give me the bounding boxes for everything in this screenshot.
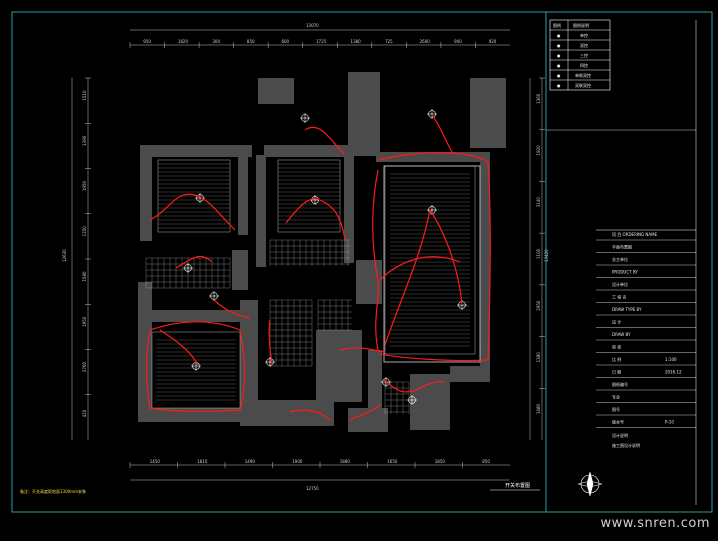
floor-plan-walls	[138, 72, 506, 432]
legend-symbol: ●	[557, 73, 561, 78]
dimension-label: 950	[143, 39, 151, 44]
dimension-label: 1920	[536, 145, 541, 156]
dimension-label: 1100	[536, 248, 541, 259]
dimension-label: 2760	[82, 361, 87, 372]
compass-icon	[577, 471, 603, 497]
dimension-label: 920	[489, 39, 497, 44]
title-block-row: 图纸编号	[612, 381, 628, 387]
dimension-label: 1950	[82, 316, 87, 327]
legend-label: 单联双控	[575, 72, 591, 78]
title-block-row: 设 计	[612, 319, 621, 325]
title-block-value: 1:100	[665, 357, 677, 362]
legend-label: 双控	[580, 42, 588, 48]
dimension-label: 725	[385, 39, 393, 44]
dimension-label: 1360	[536, 93, 541, 104]
dimension-label: 1900	[292, 459, 303, 464]
title-block-value: 2016.12	[665, 370, 682, 375]
tile-grid	[145, 239, 410, 414]
title-block-footer: 施工图设计说明	[612, 442, 640, 448]
dimension-label: 900	[454, 39, 462, 44]
title-block-row: 专业	[612, 394, 620, 400]
dimension-label: 1380	[536, 352, 541, 363]
title-block-row: 平面布置图	[612, 244, 632, 250]
dimension-label: 1580	[82, 271, 87, 282]
dimension-label: 3140	[536, 197, 541, 208]
title-block-row: 日 期	[612, 369, 621, 375]
title-block-row: PRODUCT BY	[612, 270, 638, 275]
title-block-row: DRAW BY	[612, 332, 631, 337]
legend-symbol: ●	[557, 33, 561, 38]
dimension-label: 1850	[435, 459, 446, 464]
title-block-row: 审 核	[612, 344, 621, 350]
legend-table: 图例 图例说明 ● 单控 ● 双控 ● 三控 ● 四控 ● 单联双控 ● 双联双…	[549, 19, 611, 91]
dimension-label: 1950	[82, 180, 87, 191]
dimension-label: 600	[281, 39, 289, 44]
dimension-label: 1380	[351, 39, 362, 44]
dimension-label: 2950	[536, 300, 541, 311]
title-block-footer: 设计说明	[612, 432, 628, 438]
title-block-value: P-10	[665, 420, 674, 425]
drawing-title: 开关布置图	[505, 482, 530, 489]
dimension-label: 1510	[82, 90, 87, 101]
drawing-frame	[11, 11, 713, 513]
dimension-label: 850	[247, 39, 255, 44]
legend-symbol: ●	[557, 83, 561, 88]
dimension-label: 13420	[544, 249, 549, 262]
legend-header-desc: 图例说明	[573, 22, 589, 28]
dimension-label: 420	[82, 409, 87, 417]
legend-header-symbol: 图例	[553, 22, 561, 28]
legend-label: 四控	[580, 62, 588, 68]
title-block-row: 版本号	[612, 419, 624, 425]
title-block-row: 图号	[612, 406, 620, 412]
legend-label: 三控	[580, 52, 588, 58]
dimension-label: 1490	[245, 459, 256, 464]
dimension-label: 2600	[420, 39, 431, 44]
dimension-label: 1725	[316, 39, 327, 44]
title-block-row: 工 程 名	[612, 294, 627, 300]
legend-symbol: ●	[557, 53, 561, 58]
title-block-row: 设计单位	[612, 281, 628, 287]
title-block-row: 项 目 ORDERING NAME	[612, 231, 658, 237]
dimension-label: 1880	[340, 459, 351, 464]
dimension-label: 1450	[150, 459, 161, 464]
dimension-label: 1810	[197, 459, 208, 464]
title-block-row: DRAW TYPE BY	[612, 307, 642, 312]
dimension-label: 12750	[306, 486, 319, 491]
legend-label: 单控	[580, 32, 588, 38]
dimension-label: 1390	[82, 135, 87, 146]
legend-symbol: ●	[557, 43, 561, 48]
dimension-label: 12630	[62, 249, 67, 262]
switch-wiring	[146, 114, 491, 421]
watermark: www.snren.com	[600, 516, 710, 531]
dimension-label: 13070	[306, 23, 319, 28]
title-block-row: 业主单位	[612, 256, 628, 262]
dimension-label: 850	[482, 459, 490, 464]
dimension-label: 1480	[536, 404, 541, 415]
dimension-label: 1820	[178, 39, 189, 44]
legend-symbol: ●	[557, 63, 561, 68]
title-block-row: 比 例	[612, 356, 621, 362]
drawing-note: 备注：开关高度距地面1300mm安装	[20, 488, 86, 494]
dimension-label: 1350	[82, 226, 87, 237]
legend-label: 双联双控	[575, 82, 591, 88]
dimension-label: 1650	[387, 459, 398, 464]
dimension-label: 300	[212, 39, 220, 44]
